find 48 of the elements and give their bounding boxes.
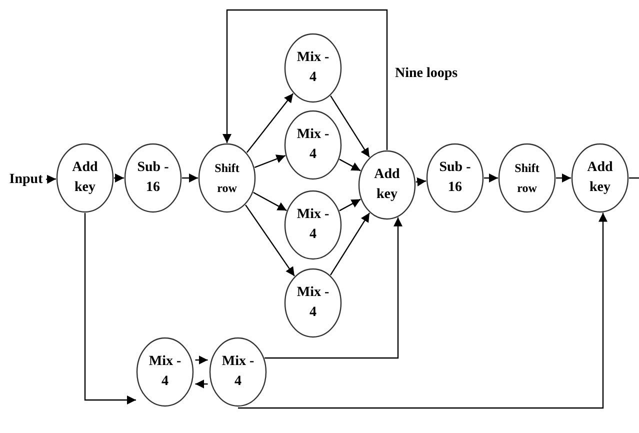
process-ellipse — [284, 110, 342, 180]
node-label: Add key — [373, 166, 401, 204]
arrow — [484, 174, 498, 182]
node-label: Mix - 4 — [148, 353, 182, 391]
arrow — [330, 96, 370, 158]
arrow — [264, 217, 402, 359]
process-ellipse — [284, 268, 342, 338]
arrow — [556, 174, 571, 182]
node-label: Shift row — [214, 160, 240, 197]
node-label: Shift row — [514, 160, 540, 197]
process-ellipse — [56, 143, 114, 213]
node-label: Add key — [71, 159, 99, 197]
process-ellipse — [198, 143, 256, 213]
process-ellipse — [571, 143, 629, 213]
arrow — [222, 9, 388, 150]
process-ellipse — [136, 337, 194, 407]
arrow — [84, 213, 136, 404]
process-ellipse — [498, 143, 556, 213]
arrow — [46, 174, 56, 184]
arrow — [330, 212, 370, 276]
process-ellipse — [209, 337, 267, 407]
node-label: Mix - 4 — [296, 284, 330, 322]
arrow — [195, 380, 208, 388]
process-ellipse — [284, 190, 342, 260]
arrow — [416, 177, 426, 186]
node-label: Add key — [586, 159, 614, 197]
arrow — [246, 93, 294, 153]
arrow — [253, 192, 287, 212]
arrow — [339, 198, 361, 212]
arrow — [182, 174, 198, 182]
process-ellipse — [124, 143, 182, 213]
node-label: Mix - 4 — [296, 206, 330, 244]
arrow — [245, 204, 295, 276]
node-label: Mix - 4 — [296, 49, 330, 87]
node-label: Mix - 4 — [296, 126, 330, 164]
arrow — [238, 212, 608, 409]
node-label: Sub - 16 — [438, 159, 472, 197]
process-ellipse — [358, 150, 416, 220]
node-label: Sub - 16 — [136, 159, 170, 197]
process-ellipse — [426, 143, 484, 213]
node-label: Mix - 4 — [220, 353, 256, 391]
arrow — [339, 158, 361, 172]
process-ellipse — [284, 33, 342, 103]
input-label: Input — [9, 171, 43, 189]
arrow — [114, 174, 124, 182]
arrow — [254, 154, 286, 168]
arrow — [195, 356, 208, 364]
edge-label: Nine loops — [395, 66, 458, 82]
